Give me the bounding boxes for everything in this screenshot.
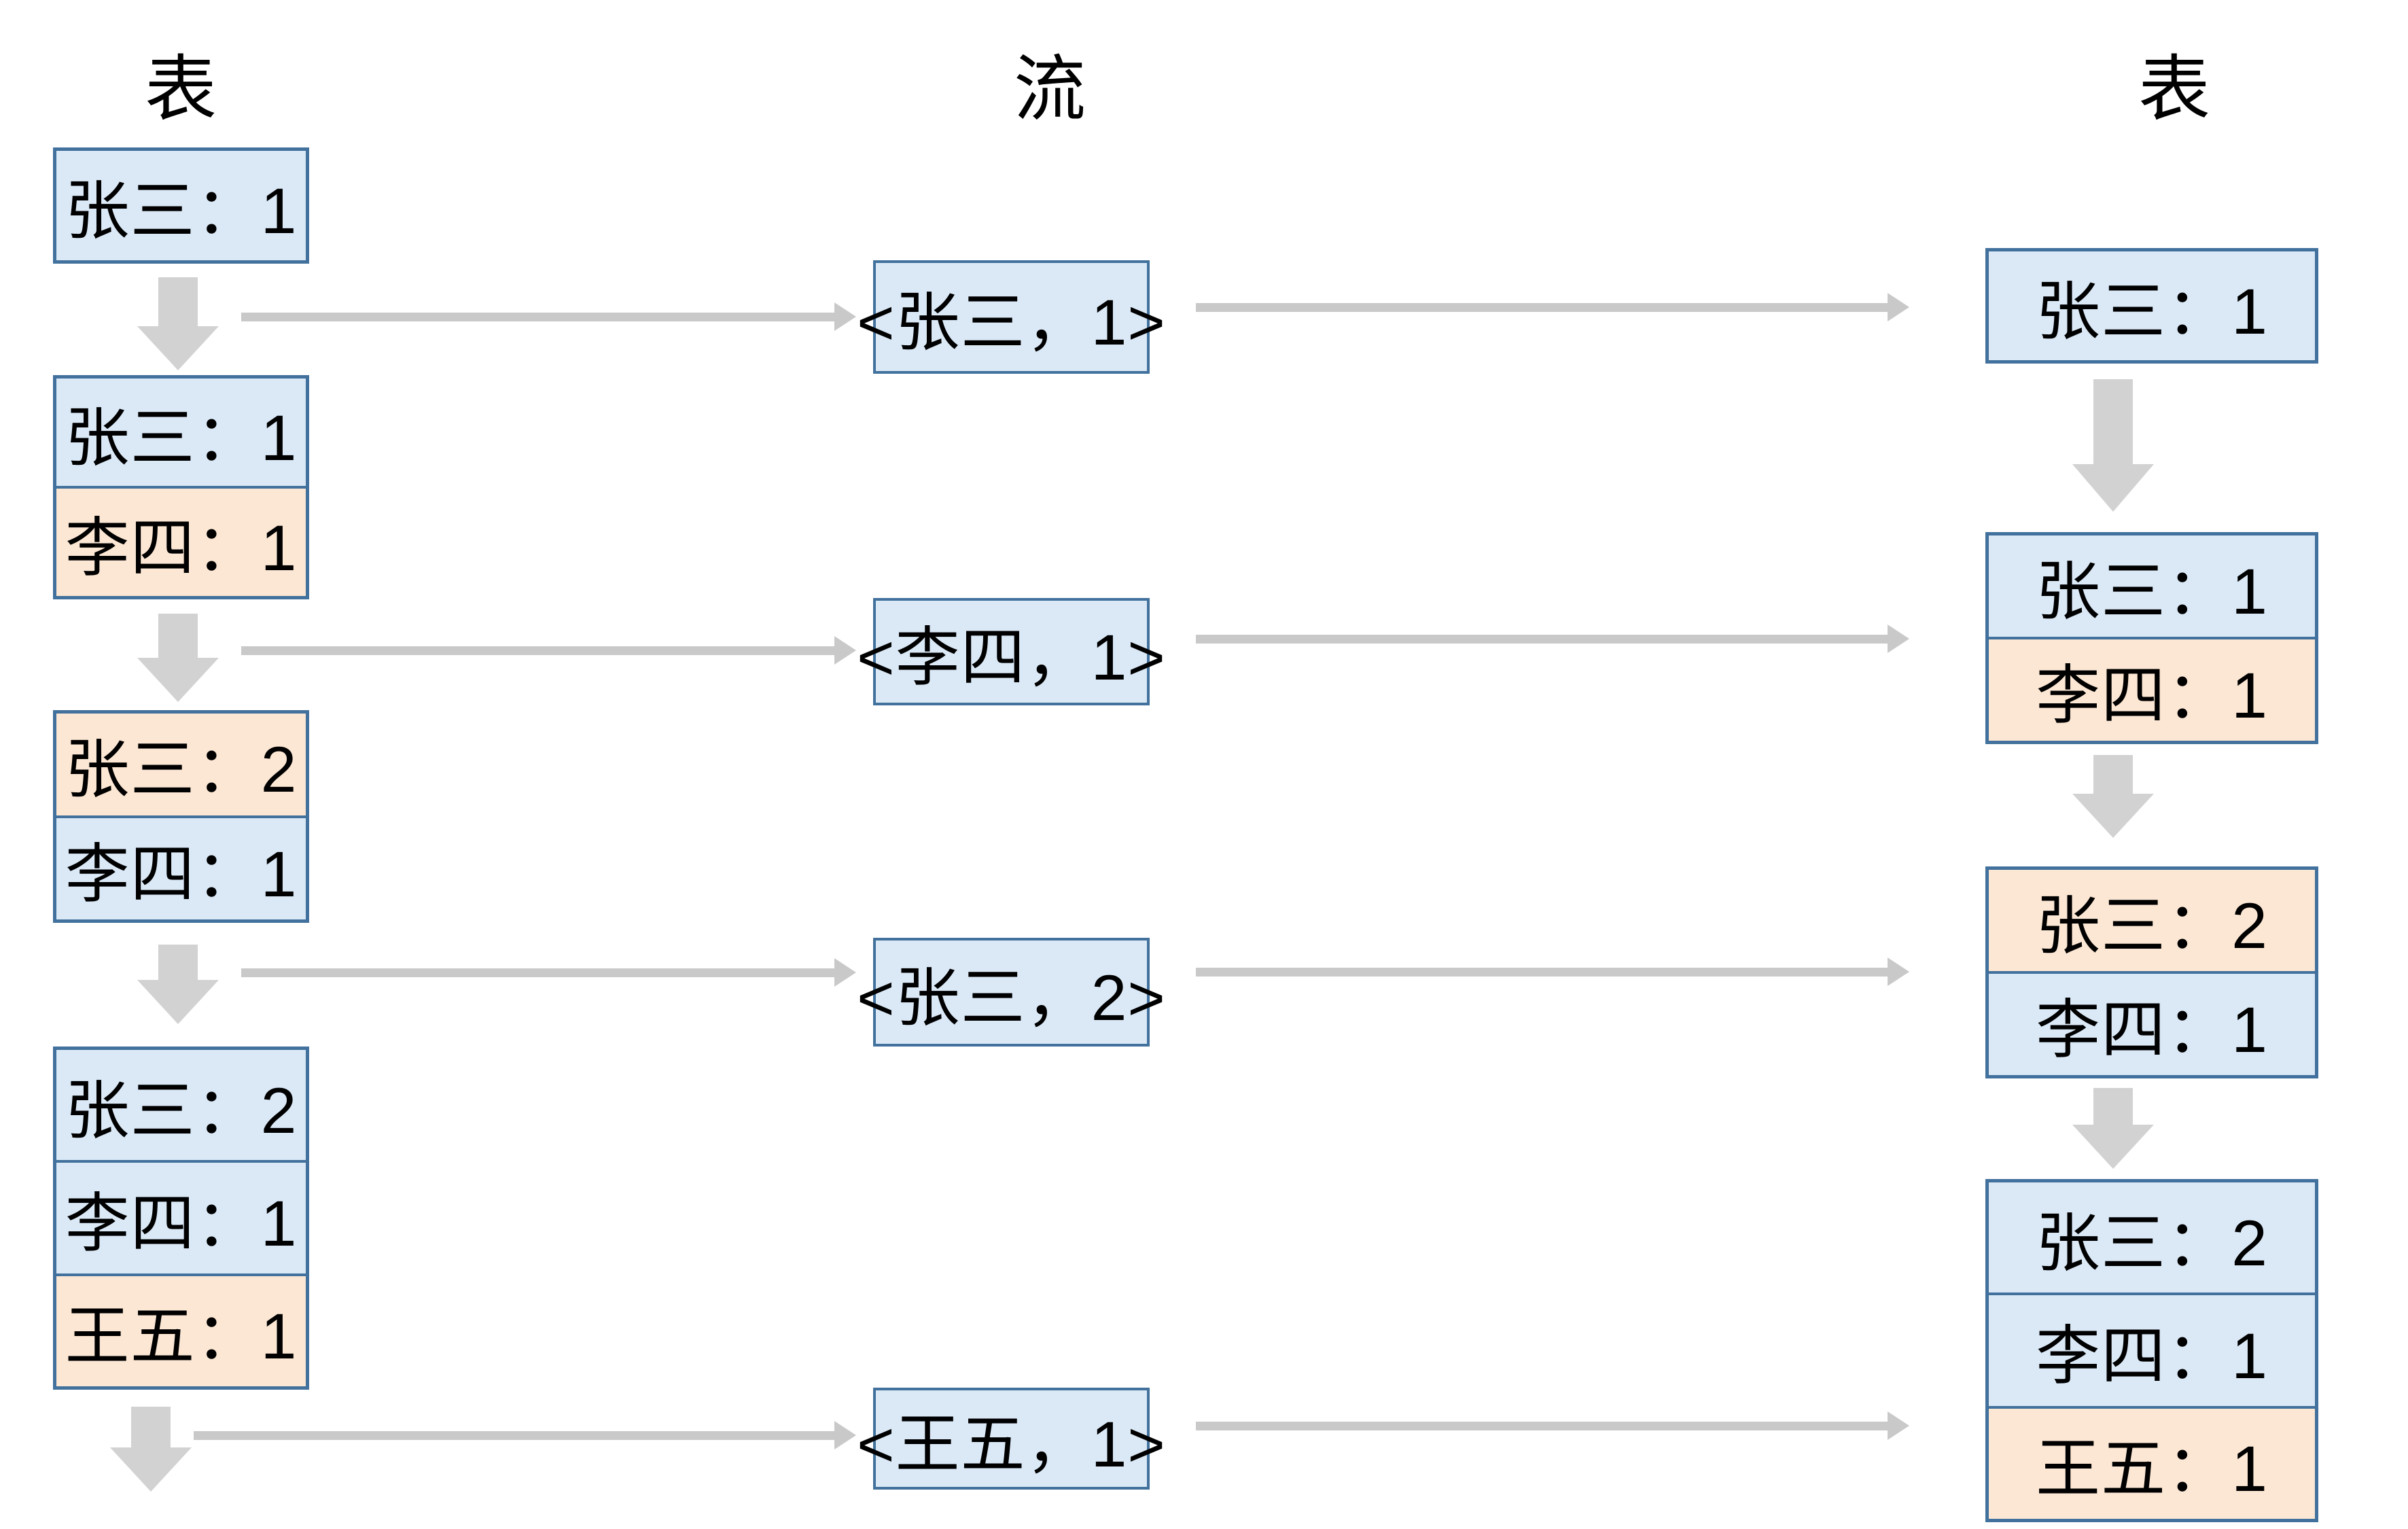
table-row: 李四：1: [56, 1160, 306, 1273]
left-table-state-3: 张三：2 李四：1: [53, 710, 309, 923]
table-row: 王五：1: [1989, 1405, 2315, 1519]
table-row: 张三：1: [56, 151, 306, 260]
left-table-state-2: 张三：1 李四：1: [53, 375, 309, 599]
table-row: 王五：1: [56, 1273, 306, 1386]
table-row: 李四：1: [56, 486, 306, 596]
table-row: 张三：2: [1989, 1182, 2315, 1293]
flow-arrow-icon: [1196, 292, 1909, 322]
down-arrow-icon: [137, 277, 219, 370]
table-row: 李四：1: [1989, 1293, 2315, 1406]
table-row: 张三：2: [56, 1050, 306, 1161]
down-arrow-icon: [2072, 379, 2154, 512]
stream-title: 流: [1014, 50, 1086, 130]
table-row: 李四：1: [1989, 637, 2315, 741]
flow-arrow-icon: [241, 302, 856, 332]
down-arrow-icon: [137, 945, 219, 1024]
stream-event-box: <张三，1>: [857, 260, 1165, 374]
table-row: 李四：1: [56, 815, 306, 919]
flow-arrow-icon: [1196, 624, 1909, 654]
stream-event-box: <张三，2>: [857, 938, 1165, 1047]
down-arrow-icon: [137, 614, 219, 702]
stream-event-box: <李四，1>: [857, 598, 1165, 705]
down-arrow-icon: [2072, 755, 2154, 838]
right-table-state-1: 张三：1: [1985, 248, 2318, 364]
table-row: 张三：1: [56, 379, 306, 486]
table-row: 李四：1: [1989, 971, 2315, 1075]
flow-arrow-icon: [194, 1420, 856, 1450]
down-arrow-icon: [2072, 1088, 2154, 1169]
right-table-title: 表: [2138, 50, 2210, 130]
flow-arrow-icon: [1196, 1411, 1909, 1441]
flow-arrow-icon: [241, 957, 856, 987]
table-row: 张三：2: [1989, 870, 2315, 971]
left-table-state-1: 张三：1: [53, 147, 309, 264]
stream-event-box: <王五，1>: [857, 1388, 1165, 1490]
flow-arrow-icon: [1196, 957, 1909, 987]
right-table-state-3: 张三：2 李四：1: [1985, 866, 2318, 1078]
left-table-title: 表: [145, 50, 217, 130]
right-table-state-4: 张三：2 李四：1 王五：1: [1985, 1179, 2318, 1522]
table-row: 张三：1: [1989, 535, 2315, 637]
down-arrow-icon: [110, 1407, 192, 1492]
flow-arrow-icon: [241, 635, 856, 665]
table-row: 张三：2: [56, 714, 306, 815]
table-row: 张三：1: [1989, 251, 2315, 360]
right-table-state-2: 张三：1 李四：1: [1985, 532, 2318, 744]
left-table-state-4: 张三：2 李四：1 王五：1: [53, 1047, 309, 1390]
